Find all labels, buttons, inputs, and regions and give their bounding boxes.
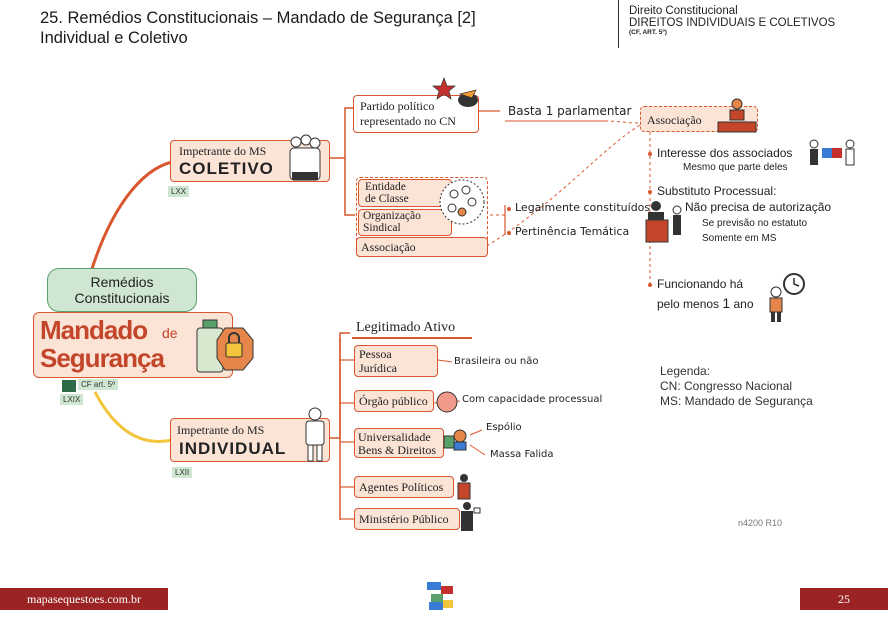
doc-code: n4200 R10 <box>738 518 783 528</box>
reference: (CF, ART. 5º) <box>629 29 667 36</box>
substituto-label: Substituto Processual: <box>657 184 777 198</box>
basta-label: Basta 1 parlamentar <box>508 104 632 118</box>
topic: DIREITOS INDIVIDUAIS E COLETIVOS <box>629 17 836 29</box>
page-number: 25 <box>800 588 888 610</box>
associacao-left-label: Associação <box>361 240 416 254</box>
lock-bottle-icon <box>196 319 254 373</box>
seguranca-text: Segurança <box>40 343 165 373</box>
coletivo-label2: COLETIVO <box>179 159 274 178</box>
agentes-label: Agentes Políticos <box>359 480 444 494</box>
politician-icon <box>457 474 471 500</box>
mesmo-label: Mesmo que parte deles <box>683 162 788 173</box>
legalmente-label: Legalmente constituídos <box>515 201 651 214</box>
legitimado-underline <box>352 337 472 339</box>
title-line-1: 25. Remédios Constitucionais – Mandado d… <box>40 9 476 27</box>
capacidade-label: Com capacidade processual <box>462 394 603 405</box>
crowd-icon <box>289 134 321 181</box>
entidade-box: Entidade de Classe <box>358 179 452 207</box>
legend-ms: MS: Mandado de Segurança <box>660 394 813 408</box>
pessoa-box: Pessoa Jurídica <box>354 345 438 377</box>
meeting-icon <box>717 98 757 133</box>
legitimado-label: Legitimado Ativo <box>356 320 456 335</box>
remedios-label: Remédios Constitucionais <box>74 274 170 306</box>
people-puzzle-icon <box>809 139 855 166</box>
individual-label1: Impetrante do MS <box>177 423 265 437</box>
agentes-box: Agentes Políticos <box>354 476 454 498</box>
lxii-tag: LXII <box>172 467 193 478</box>
ministerio-label: Ministério Público <box>359 512 449 526</box>
massa-label: Massa Falida <box>490 449 554 460</box>
bullet-dot <box>507 231 511 235</box>
orgao-label: Órgão público <box>359 394 428 408</box>
pessoa-line1: Pessoa <box>359 347 392 361</box>
partido-box: Partido político representado no CN <box>353 95 479 133</box>
brain-icon <box>436 391 458 413</box>
somente-label: Somente em MS <box>702 233 777 244</box>
ministerio-box: Ministério Público <box>354 508 460 530</box>
universalidade-box: Universalidade Bens & Direitos <box>354 428 444 458</box>
page-title: 25. Remédios Constitucionais – Mandado d… <box>40 8 476 48</box>
partido-line2: representado no CN <box>360 114 456 128</box>
bullet-dot <box>648 283 652 287</box>
nao-precisa-label: Não precisa de autorização <box>685 200 832 214</box>
organizacao-box: Organização Sindical <box>358 209 452 236</box>
espolio-label: Espólio <box>486 422 522 433</box>
cf-tag: CF art. 5º <box>78 379 119 390</box>
organizacao-line1: Organização <box>363 210 421 222</box>
univ-line2: Bens & Direitos <box>358 443 436 457</box>
funcionando-post: ano <box>730 297 754 311</box>
person-icon <box>305 407 325 462</box>
entidade-line1: Entidade <box>365 181 406 193</box>
bullet-dot <box>648 152 652 156</box>
individual-node: Impetrante do MS INDIVIDUAL <box>170 418 330 462</box>
se-previsao-label: Se previsão no estatuto <box>702 218 808 229</box>
funcionando-num: 1 <box>722 295 731 311</box>
brasileira-label: Brasileira ou não <box>454 356 539 367</box>
title-line-2: Individual e Coletivo <box>40 29 188 47</box>
legend: Legenda: CN: Congresso Nacional MS: Mand… <box>660 364 813 409</box>
person-clock-icon <box>769 273 805 322</box>
group-people-icon <box>439 179 485 225</box>
subject: Direito Constitucional <box>629 5 738 17</box>
bullet-dot <box>507 207 511 211</box>
assets-icon <box>443 429 467 451</box>
organizacao-line2: Sindical <box>363 222 401 234</box>
header-subject-block: Direito Constitucional DIREITOS INDIVIDU… <box>618 0 888 48</box>
associacao-right-label: Associação <box>647 113 702 127</box>
funcionando-line1: Funcionando há <box>657 277 744 291</box>
party-star-toucan-icon <box>432 77 478 107</box>
partido-line1: Partido político <box>360 99 435 113</box>
logo-icon <box>427 582 453 610</box>
lxx-tag: LXX <box>168 186 190 197</box>
individual-label2: INDIVIDUAL <box>179 439 287 458</box>
book-icon <box>62 380 76 392</box>
pessoa-line2: Jurídica <box>359 361 397 375</box>
prosecutor-icon <box>461 502 481 531</box>
bullet-dot <box>648 190 652 194</box>
pertinencia-label: Pertinência Temática <box>515 225 630 238</box>
footer-site-link[interactable]: mapasequestoes.com.br <box>0 588 168 610</box>
legend-cn: CN: Congresso Nacional <box>660 379 793 393</box>
entidade-line2: de Classe <box>365 193 409 205</box>
lawyer-podium-icon <box>645 201 682 243</box>
mandado-text: Mandado <box>40 315 148 345</box>
interesse-label: Interesse dos associados <box>657 146 793 160</box>
orgao-box: Órgão público <box>354 390 434 412</box>
associacao-box-left: Associação <box>356 237 488 257</box>
funcionando-line2: pelo menos 1 ano <box>657 295 754 311</box>
funcionando-pre: pelo menos <box>657 297 723 311</box>
legend-title: Legenda: <box>660 364 711 378</box>
de-text: de <box>162 325 178 341</box>
univ-line1: Universalidade <box>358 430 431 444</box>
coletivo-label1: Impetrante do MS <box>179 144 267 158</box>
lxix-tag: LXIX <box>60 394 84 405</box>
remedios-node: Remédios Constitucionais <box>47 268 197 312</box>
